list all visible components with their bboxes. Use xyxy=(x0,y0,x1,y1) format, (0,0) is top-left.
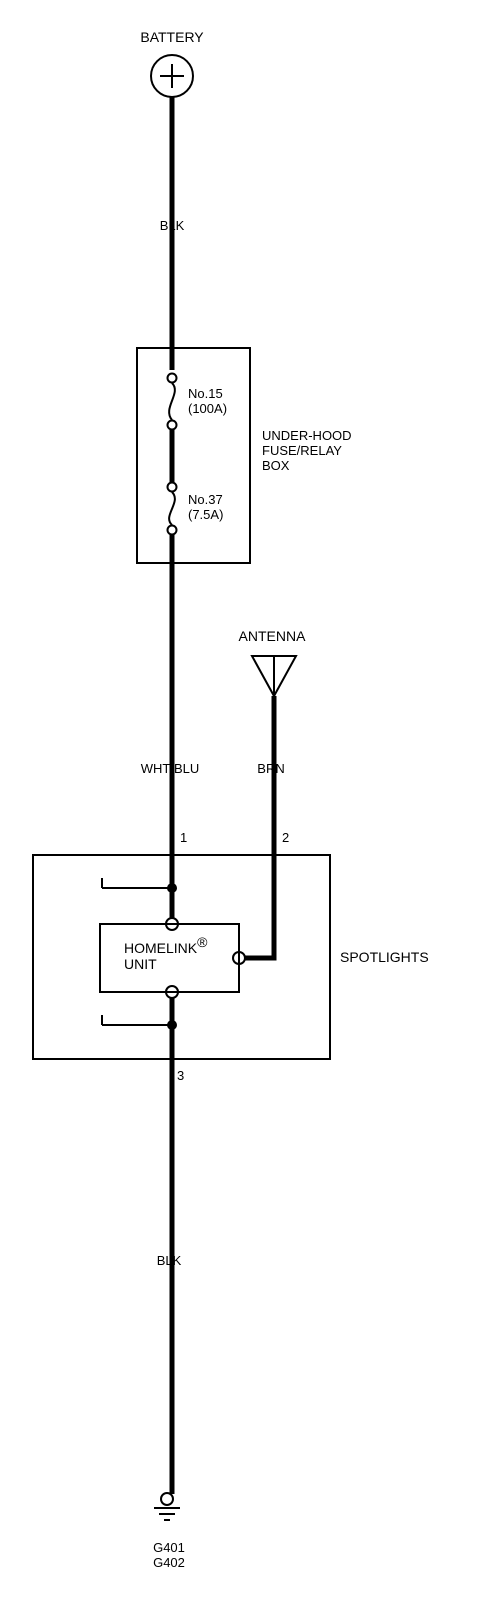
fuse-box-outline xyxy=(136,347,251,564)
fuse-no37-rating: (7.5A) xyxy=(188,507,224,522)
fuse-no37-label: No.37 (7.5A) xyxy=(188,492,223,522)
fuse-box-label-line1: UNDER-HOOD xyxy=(262,428,352,443)
ground-symbol xyxy=(154,1492,180,1521)
battery-symbol xyxy=(150,54,194,98)
homelink-unit-outline xyxy=(99,923,240,993)
wire-label-wht-blu: WHT/BLU xyxy=(140,761,200,776)
homelink-unit-line2: UNIT xyxy=(124,956,157,972)
splice-upper-dot xyxy=(167,883,177,893)
wire-label-top-blk: BLK xyxy=(159,218,185,233)
ground-label-g402: G402 xyxy=(153,1555,185,1570)
fuse-no37-symbol xyxy=(166,481,178,536)
fuse-box-label-line2: FUSE/RELAY xyxy=(262,443,342,458)
pin-3-label: 3 xyxy=(177,1068,185,1083)
antenna-symbol xyxy=(250,655,298,699)
spotlights-outline xyxy=(32,854,331,1060)
spotlights-label: SPOTLIGHTS xyxy=(340,949,429,965)
ground-label: G401 G402 xyxy=(153,1540,185,1570)
fuse-no15-rating: (100A) xyxy=(188,401,228,416)
wire-label-brn: BRN xyxy=(257,761,285,776)
antenna-label: ANTENNA xyxy=(238,628,306,644)
homelink-unit-label: HOMELINK® UNIT xyxy=(124,934,207,972)
fuse-no15-symbol xyxy=(166,372,178,431)
pin-1-label: 1 xyxy=(180,830,188,845)
ground-label-g401: G401 xyxy=(153,1540,185,1555)
homelink-unit-name: HOMELINK xyxy=(124,940,198,956)
homelink-unit-line1: HOMELINK® xyxy=(124,934,207,956)
fuse-no15-number: No.15 xyxy=(188,386,223,401)
battery-label: BATTERY xyxy=(140,29,204,45)
wire-brn xyxy=(245,696,277,961)
fuse-no15-label: No.15 (100A) xyxy=(188,386,227,416)
fuse-no37-number: No.37 xyxy=(188,492,223,507)
registered-mark: ® xyxy=(197,934,208,950)
fuse-box-label-line3: BOX xyxy=(262,458,290,473)
homelink-terminal-top xyxy=(165,917,179,931)
fuse-box-label: UNDER-HOOD FUSE/RELAY BOX xyxy=(262,428,352,473)
wire-label-ground-blk: BLK xyxy=(156,1253,182,1268)
pin-2-label: 2 xyxy=(282,830,290,845)
homelink-terminal-right xyxy=(232,951,246,965)
